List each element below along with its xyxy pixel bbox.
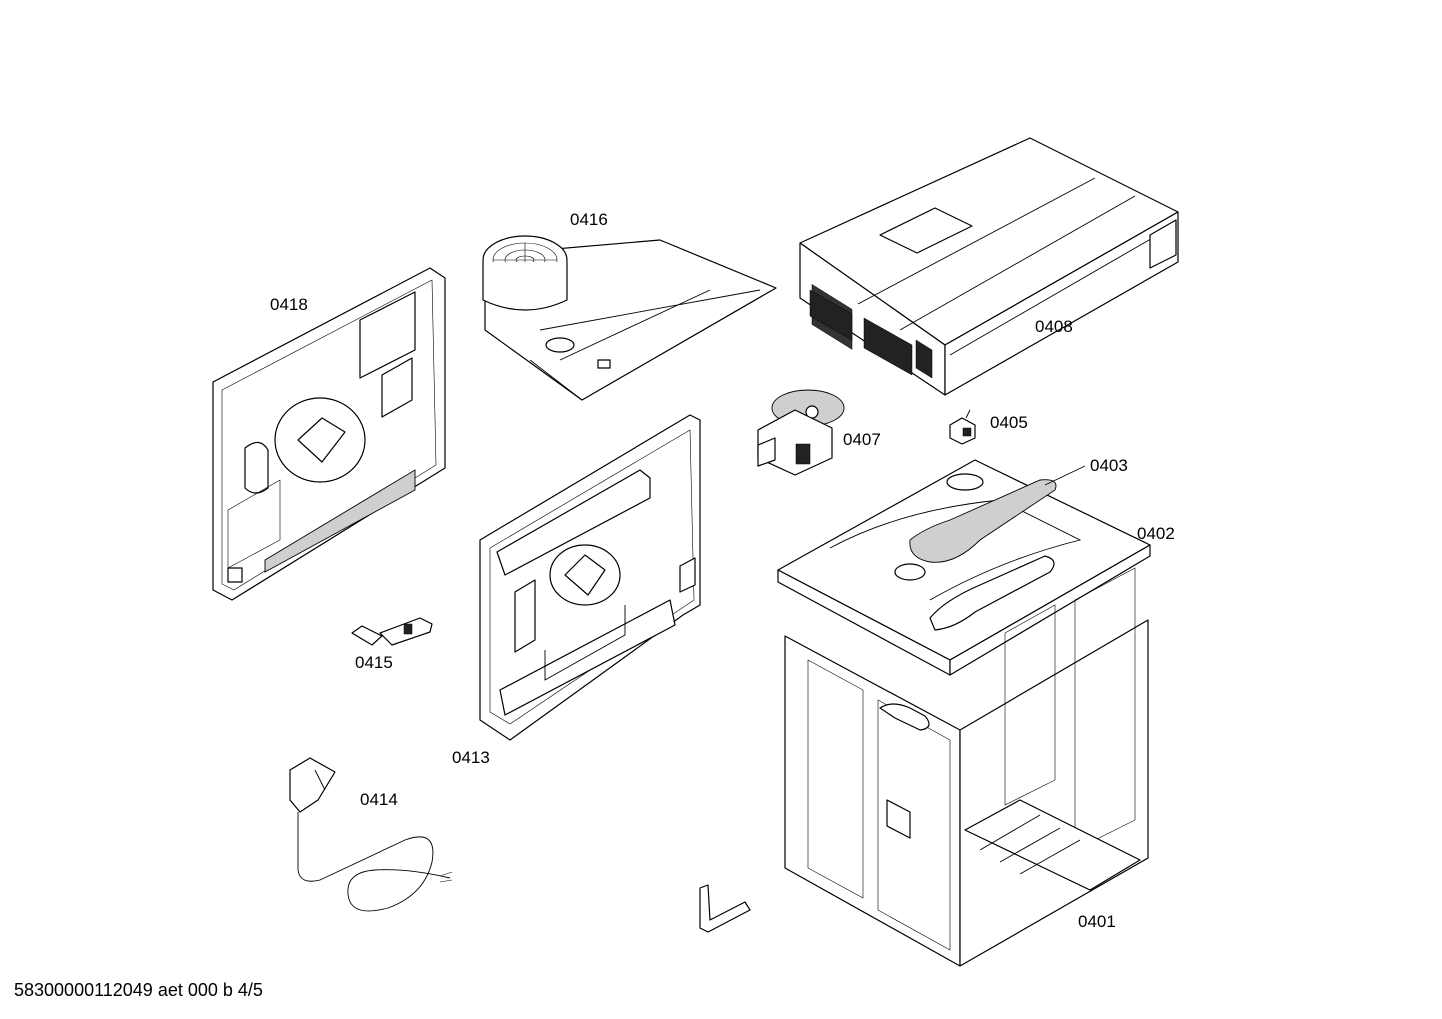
- part-0413-inner-rear-panel: [479, 414, 701, 741]
- part-0407-fan-motor: [757, 389, 845, 476]
- part-0405-switch: [949, 409, 976, 445]
- label-0413: 0413: [452, 748, 490, 767]
- label-0414: 0414: [360, 790, 398, 809]
- label-0405: 0405: [990, 413, 1028, 432]
- part-l-bracket: [699, 884, 751, 933]
- label-0401: 0401: [1078, 912, 1116, 931]
- part-0418-back-panel: [212, 267, 446, 601]
- label-0407: 0407: [843, 430, 881, 449]
- drawing-reference-footer: 58300000112049 aet 000 b 4/5: [14, 980, 263, 1000]
- part-0414-power-cord: [289, 757, 453, 912]
- part-0415-bracket: [351, 617, 433, 646]
- label-0402: 0402: [1137, 524, 1175, 543]
- label-0416: 0416: [570, 210, 608, 229]
- label-0418: 0418: [270, 295, 308, 314]
- leader-0403: [1044, 465, 1086, 486]
- label-0415: 0415: [355, 653, 393, 672]
- part-0416-fan-housing: [482, 235, 777, 401]
- label-0408: 0408: [1035, 317, 1073, 336]
- part-0403-cover: [909, 473, 1057, 563]
- part-0402-cavity-top: [777, 459, 1151, 676]
- part-0408-top-cover: [799, 137, 1179, 396]
- part-0401-cavity-frame: [784, 567, 1149, 967]
- label-0403: 0403: [1090, 456, 1128, 475]
